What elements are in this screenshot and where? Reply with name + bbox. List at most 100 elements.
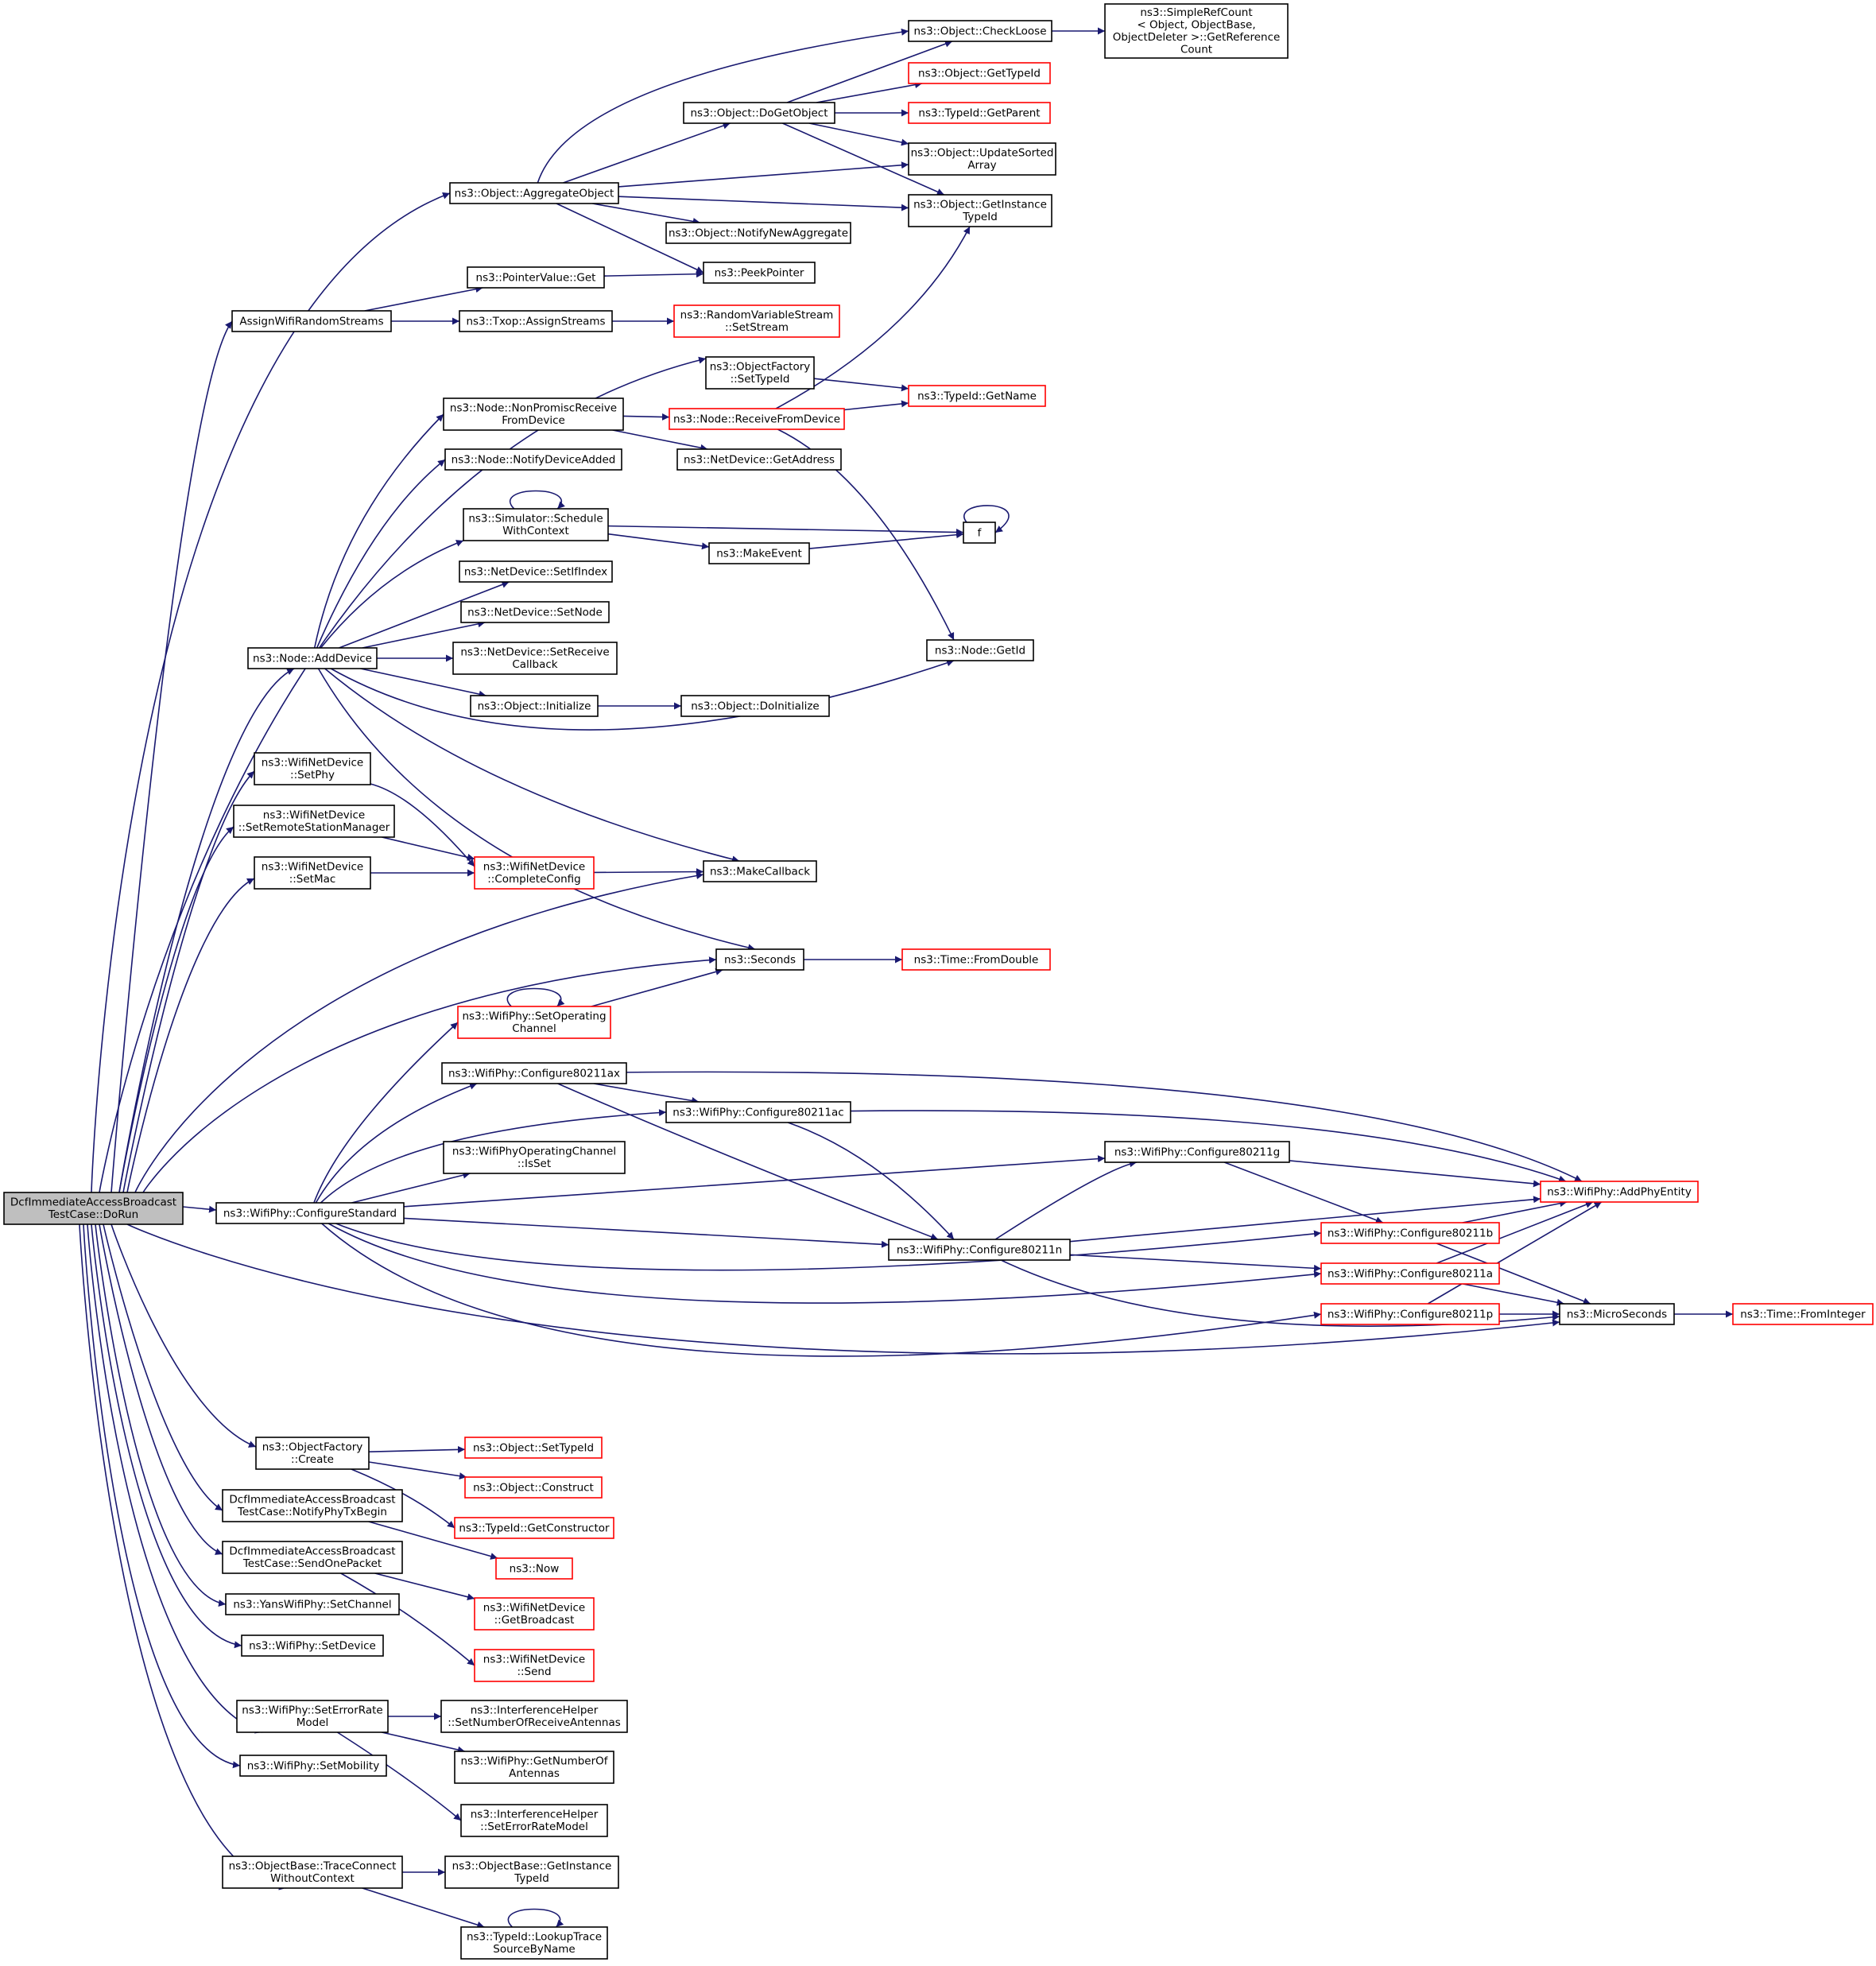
node-ih_seterm[interactable]: ns3::InterferenceHelper::SetErrorRateMod… bbox=[460, 1804, 608, 1837]
node-time_fromdouble[interactable]: ns3::Time::FromDouble bbox=[901, 948, 1051, 971]
node-do_get_object[interactable]: ns3::Object::DoGetObject bbox=[683, 102, 835, 124]
node-box bbox=[474, 1649, 595, 1682]
node-box bbox=[233, 805, 395, 838]
node-tid_getctor[interactable]: ns3::TypeId::GetConstructor bbox=[454, 1517, 614, 1539]
node-rvs_setstream[interactable]: ns3::RandomVariableStream::SetStream bbox=[673, 304, 840, 338]
call-edge-root-to-phy_seterm bbox=[87, 1223, 263, 1734]
node-microseconds[interactable]: ns3::MicroSeconds bbox=[1559, 1303, 1675, 1325]
call-edge-root-to-send_one bbox=[99, 1223, 223, 1555]
node-phy_80211ac[interactable]: ns3::WifiPhy::Configure80211ac bbox=[665, 1101, 851, 1123]
node-label-line: ns3::SimpleRefCount bbox=[1140, 6, 1252, 19]
node-phy_80211ax[interactable]: ns3::WifiPhy::Configure80211ax bbox=[441, 1062, 627, 1084]
node-phy_setmobility[interactable]: ns3::WifiPhy::SetMobility bbox=[239, 1755, 387, 1777]
call-edge-root-to-phy_setdevice bbox=[91, 1223, 242, 1649]
node-box bbox=[459, 560, 613, 583]
node-box bbox=[454, 1751, 614, 1784]
node-label-line: ns3::WifiNetDevice bbox=[262, 861, 363, 874]
node-seconds[interactable]: ns3::Seconds bbox=[715, 948, 804, 971]
node-phy_addphy[interactable]: ns3::WifiPhy::AddPhyEntity bbox=[1540, 1181, 1699, 1203]
node-wnd_setrsm[interactable]: ns3::WifiNetDevice::SetRemoteStationMana… bbox=[233, 805, 395, 838]
node-node_getid[interactable]: ns3::Node::GetId bbox=[926, 639, 1034, 661]
node-node_notify_dev[interactable]: ns3::Node::NotifyDeviceAdded bbox=[444, 448, 622, 471]
node-get_parent[interactable]: ns3::TypeId::GetParent bbox=[908, 102, 1051, 124]
node-obj_doinitialize[interactable]: ns3::Object::DoInitialize bbox=[680, 695, 830, 717]
node-phy_80211g[interactable]: ns3::WifiPhy::Configure80211g bbox=[1104, 1141, 1290, 1163]
node-phy_80211a[interactable]: ns3::WifiPhy::Configure80211a bbox=[1320, 1262, 1500, 1285]
node-box bbox=[474, 856, 595, 890]
node-obj_settypeid[interactable]: ns3::Object::SetTypeId bbox=[464, 1437, 603, 1459]
node-make_event[interactable]: ns3::MakeEvent bbox=[708, 542, 810, 564]
node-f[interactable]: f bbox=[963, 522, 996, 544]
node-phy_80211p[interactable]: ns3::WifiPhy::Configure80211p bbox=[1320, 1303, 1500, 1325]
node-make_callback[interactable]: ns3::MakeCallback bbox=[703, 860, 817, 882]
call-edge-objfactory_settid-to-tid_getname bbox=[813, 378, 909, 392]
node-phy_opch_isset[interactable]: ns3::WifiPhyOperatingChannel::IsSet bbox=[443, 1141, 626, 1174]
node-txop_assign[interactable]: ns3::Txop::AssignStreams bbox=[459, 310, 613, 332]
node-netdev_setnode[interactable]: ns3::NetDevice::SetNode bbox=[460, 601, 610, 623]
node-obj_initialize[interactable]: ns3::Object::Initialize bbox=[470, 695, 599, 717]
node-get_type_id[interactable]: ns3::Object::GetTypeId bbox=[908, 62, 1051, 84]
node-wnd_setphy[interactable]: ns3::WifiNetDevice::SetPhy bbox=[254, 752, 371, 785]
node-netdev_getaddr[interactable]: ns3::NetDevice::GetAddress bbox=[676, 448, 842, 471]
node-peek_pointer[interactable]: ns3::PeekPointer bbox=[703, 262, 816, 284]
node-tid_getname[interactable]: ns3::TypeId::GetName bbox=[908, 385, 1046, 407]
node-label-line: ns3::WifiPhy::GetNumberOf bbox=[460, 1755, 608, 1768]
node-objfactory_settid[interactable]: ns3::ObjectFactory::SetTypeId bbox=[705, 356, 815, 390]
node-label-line: ns3::WifiPhy::SetOperating bbox=[462, 1010, 606, 1023]
node-notify_new_agg[interactable]: ns3::Object::NotifyNewAggregate bbox=[665, 222, 851, 244]
node-simple_ref[interactable]: ns3::SimpleRefCount< Object, ObjectBase,… bbox=[1104, 3, 1289, 59]
node-node_adddevice[interactable]: ns3::Node::AddDevice bbox=[247, 647, 378, 669]
node-netdev_setifindex[interactable]: ns3::NetDevice::SetIfIndex bbox=[459, 560, 613, 583]
node-box bbox=[926, 639, 1034, 661]
node-obj_construct[interactable]: ns3::Object::Construct bbox=[464, 1476, 603, 1499]
node-yans_setchannel[interactable]: ns3::YansWifiPhy::SetChannel bbox=[225, 1593, 400, 1615]
node-check_loose[interactable]: ns3::Object::CheckLoose bbox=[908, 20, 1052, 42]
node-label-line: AssignWifiRandomStreams bbox=[239, 315, 383, 328]
call-edge-root-to-wnd_setrsm bbox=[118, 826, 234, 1193]
node-label-line: ns3::Object::DoInitialize bbox=[691, 700, 820, 712]
node-pointer_get[interactable]: ns3::PointerValue::Get bbox=[467, 266, 605, 289]
node-phy_setdevice[interactable]: ns3::WifiPhy::SetDevice bbox=[241, 1634, 384, 1657]
node-objfactory_create[interactable]: ns3::ObjectFactory::Create bbox=[255, 1437, 370, 1470]
node-ob_traceconnect[interactable]: ns3::ObjectBase::TraceConnectWithoutCont… bbox=[222, 1855, 403, 1889]
call-edge-pointer_get-to-peek_pointer bbox=[603, 270, 704, 278]
node-ih_setnumrx[interactable]: ns3::InterferenceHelper::SetNumberOfRece… bbox=[440, 1700, 628, 1733]
node-wnd_getbcast[interactable]: ns3::WifiNetDevice::GetBroadcast bbox=[474, 1597, 595, 1631]
node-phy_80211b[interactable]: ns3::WifiPhy::Configure80211b bbox=[1320, 1222, 1500, 1244]
node-aggregate[interactable]: ns3::Object::AggregateObject bbox=[449, 182, 619, 204]
node-label-line: Array bbox=[967, 159, 996, 172]
node-send_one[interactable]: DcfImmediateAccessBroadcastTestCase::Sen… bbox=[222, 1541, 403, 1574]
node-box bbox=[1540, 1181, 1699, 1203]
node-box bbox=[703, 860, 817, 882]
node-label-line: ns3::TypeId::GetParent bbox=[918, 107, 1040, 119]
node-wnd_send[interactable]: ns3::WifiNetDevice::Send bbox=[474, 1649, 595, 1682]
node-box bbox=[464, 1437, 603, 1459]
node-node_receive[interactable]: ns3::Node::ReceiveFromDevice bbox=[669, 408, 845, 430]
node-label-line: TestCase::DoRun bbox=[48, 1208, 138, 1221]
node-wnd_complete[interactable]: ns3::WifiNetDevice::CompleteConfig bbox=[474, 856, 595, 890]
node-wnd_setmac[interactable]: ns3::WifiNetDevice::SetMac bbox=[254, 856, 371, 890]
node-assign_wifi[interactable]: AssignWifiRandomStreams bbox=[231, 310, 392, 332]
node-phy_80211n[interactable]: ns3::WifiPhy::Configure80211n bbox=[888, 1239, 1071, 1261]
call-edge-wnd_complete-to-make_callback bbox=[593, 868, 704, 876]
node-phy_cfgstd[interactable]: ns3::WifiPhy::ConfigureStandard bbox=[215, 1202, 405, 1224]
node-notify_txbegin[interactable]: DcfImmediateAccessBroadcastTestCase::Not… bbox=[222, 1489, 403, 1522]
node-time_frominteger[interactable]: ns3::Time::FromInteger bbox=[1732, 1303, 1874, 1325]
node-label-line: ns3::Object::AggregateObject bbox=[455, 187, 614, 200]
call-edge-phy_80211g-to-phy_80211b bbox=[1223, 1161, 1384, 1224]
call-edge-phy_cfgstd-to-phy_setopch bbox=[313, 1022, 459, 1204]
node-box bbox=[888, 1239, 1071, 1261]
node-label-line: ns3::Object::Initialize bbox=[478, 700, 591, 712]
node-phy_seterm[interactable]: ns3::WifiPhy::SetErrorRateModel bbox=[236, 1700, 389, 1733]
node-root[interactable]: DcfImmediateAccessBroadcastTestCase::DoR… bbox=[3, 1192, 184, 1225]
node-now[interactable]: ns3::Now bbox=[495, 1557, 573, 1580]
